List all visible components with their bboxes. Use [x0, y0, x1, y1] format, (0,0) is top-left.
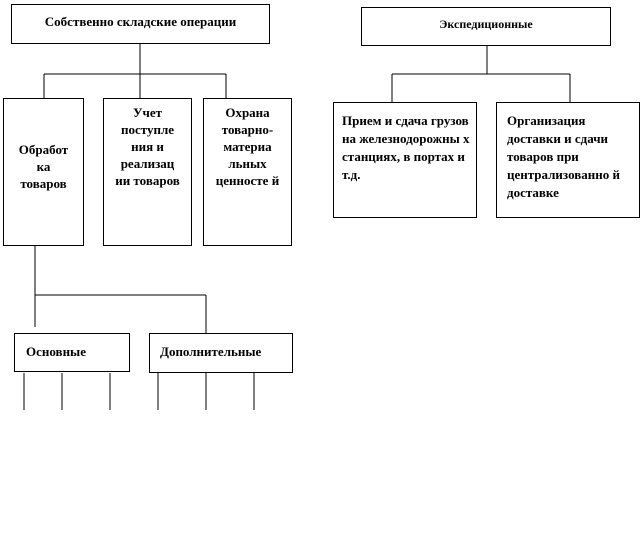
own-operations-box: Собственно складские операции [11, 4, 270, 44]
delivery-label: Организация доставки и сдачи товаров при… [507, 113, 620, 200]
protection-box: Охрана товарно-материа льных ценносте й [203, 98, 292, 246]
processing-label: Обработ ка товаров [18, 142, 69, 191]
reception-box: Прием и сдача грузов на железнодорожны х… [333, 102, 477, 218]
reception-label: Прием и сдача грузов на железнодорожны х… [342, 113, 470, 182]
accounting-label: Учет поступле ния и реализац ии товаров [115, 105, 180, 188]
main-label: Основные [26, 344, 86, 359]
main-box: Основные [14, 333, 130, 372]
own-operations-label: Собственно складские операции [44, 14, 237, 29]
expedition-box: Экспедиционные [361, 7, 611, 46]
delivery-box: Организация доставки и сдачи товаров при… [496, 102, 640, 218]
additional-label: Дополнительные [160, 344, 262, 359]
accounting-box: Учет поступле ния и реализац ии товаров [103, 98, 192, 246]
expedition-label: Экспедиционные [439, 17, 533, 31]
protection-label: Охрана товарно-материа льных ценносте й [215, 105, 280, 188]
processing-box: Обработ ка товаров [3, 98, 84, 246]
additional-box: Дополнительные [149, 333, 293, 373]
